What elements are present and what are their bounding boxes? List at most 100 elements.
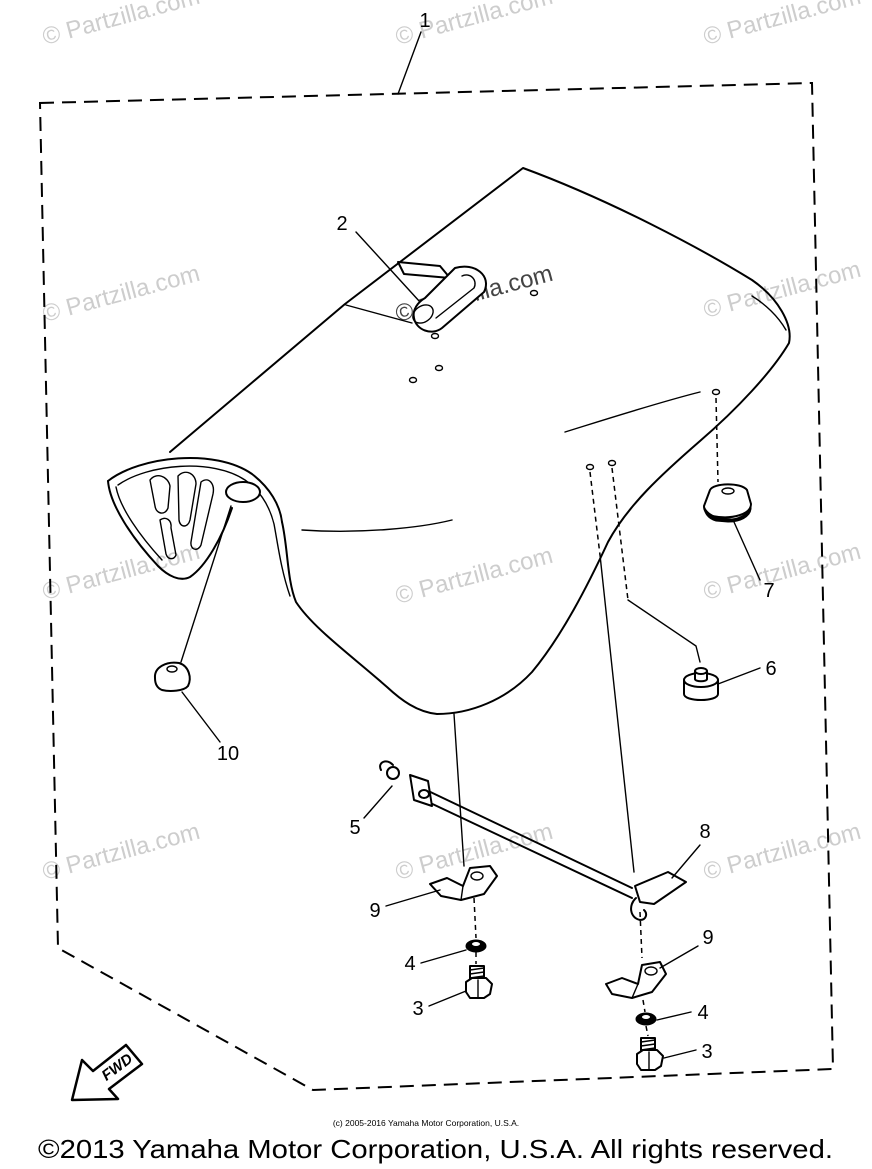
leader-line [181,691,221,743]
bracket-right-body [605,961,667,999]
bolt-right-head [636,1049,664,1071]
leader-line [428,990,467,1007]
seat-hole [607,459,617,467]
seat-hole [430,332,440,340]
assembly-line [715,397,719,483]
rod-line [423,799,633,899]
assembly-line [611,467,629,601]
strap-end [412,304,434,324]
callout-3-right: 3 [701,1041,712,1063]
callout-7: 7 [763,580,774,602]
assembly-line [639,911,643,959]
watermark-text: © Partzilla.com [701,818,864,886]
bolt-right-part [636,1037,664,1071]
leader-line [656,1011,692,1021]
watermark-text: © Partzilla.com [393,542,556,610]
seat-rib [159,517,177,560]
seat-outline [169,167,791,715]
seat-strap-edge [345,304,413,324]
front-damper-body [153,661,191,692]
callout-5: 5 [349,817,360,839]
assembly-boundary [38,81,835,1092]
seat-front-lip-inner [115,486,163,561]
callout-4-right: 4 [697,1002,708,1024]
washer-left-hole [472,942,480,946]
leader-line [663,1049,697,1059]
seat-hole [529,289,539,297]
seat-hole [585,463,595,471]
clip-part [379,760,400,780]
rod-line [421,787,633,889]
bracket-left-fold [460,885,464,901]
leader-lines [181,31,761,1059]
seat-rib [149,475,171,514]
assembly-line [453,713,465,867]
seat-crease [301,519,453,532]
seat-front-boss [225,481,261,503]
callout-1: 1 [419,10,430,32]
damper-nub-top [694,667,708,675]
assembly-line [642,999,646,1013]
assembly-line [589,471,601,556]
assembly-lines [180,397,719,1037]
seat-rib [177,471,197,527]
bracket-right-hole [644,966,658,976]
leader-line [659,945,699,969]
seat-body [107,167,791,715]
watermark-text: © Partzilla.com [40,538,203,606]
watermark-text: © Partzilla.com [40,0,203,51]
bracket-right-fold [631,983,639,999]
rod-right-plate [634,871,687,905]
clip-ring [386,766,400,780]
watermark-text: © Partzilla.com [701,538,864,606]
assembly-line [599,554,635,873]
assembly-line [180,505,232,663]
bracket-left-part [429,865,498,901]
assembly-line [473,897,477,939]
watermark-text: © Partzilla.com [40,818,203,886]
leader-line [733,521,761,581]
callout-6: 6 [765,658,776,680]
washer-right-part [635,1012,657,1026]
seat-hole [408,376,418,384]
leader-line [671,844,701,879]
leader-line [355,231,421,303]
clip-hook [379,760,394,771]
seat-rib [190,479,215,550]
pad-base [703,503,752,523]
bolt-left-part [465,965,493,999]
rod-right-hook [630,897,648,921]
watermark-text: © Partzilla.com [701,0,864,51]
leader-line [420,949,467,964]
bracket-right-part [605,961,667,999]
callout-3-left: 3 [412,998,423,1020]
copyright-footer: ©2013 Yamaha Motor Corporation, U.S.A. A… [38,1134,833,1164]
damper-part [683,667,719,701]
leader-line [363,785,393,819]
callout-9-left: 9 [369,900,380,922]
bracket-left-hole [470,871,484,881]
lock-rod-part [409,774,687,921]
copyright-notice: (c) 2005-2016 Yamaha Motor Corporation, … [333,1118,519,1128]
front-damper-part [153,661,191,692]
assembly-line [627,599,701,663]
callout-2: 2 [336,213,347,235]
seat-rear-edge [751,295,787,331]
callouts: 1 2 3 3 4 4 5 6 7 8 9 9 10 [217,10,777,1063]
leader-line [717,667,761,685]
strap-part [397,261,487,333]
strap-highlight [435,274,476,319]
bolt-left-head [465,977,493,999]
washer-right-hole [642,1015,650,1019]
watermarks: © Partzilla.com © Partzilla.com © Partzi… [40,0,864,886]
seat-hole [711,388,721,396]
seat-front-lip [107,480,233,580]
leader-line [385,889,441,907]
washer-left-part [465,939,487,953]
fwd-arrow: FWD [70,1043,144,1102]
callout-9-right: 9 [702,927,713,949]
callout-8: 8 [699,821,710,843]
seat-front-rim-upper [107,457,283,523]
watermark-text: © Partzilla.com [40,260,203,328]
